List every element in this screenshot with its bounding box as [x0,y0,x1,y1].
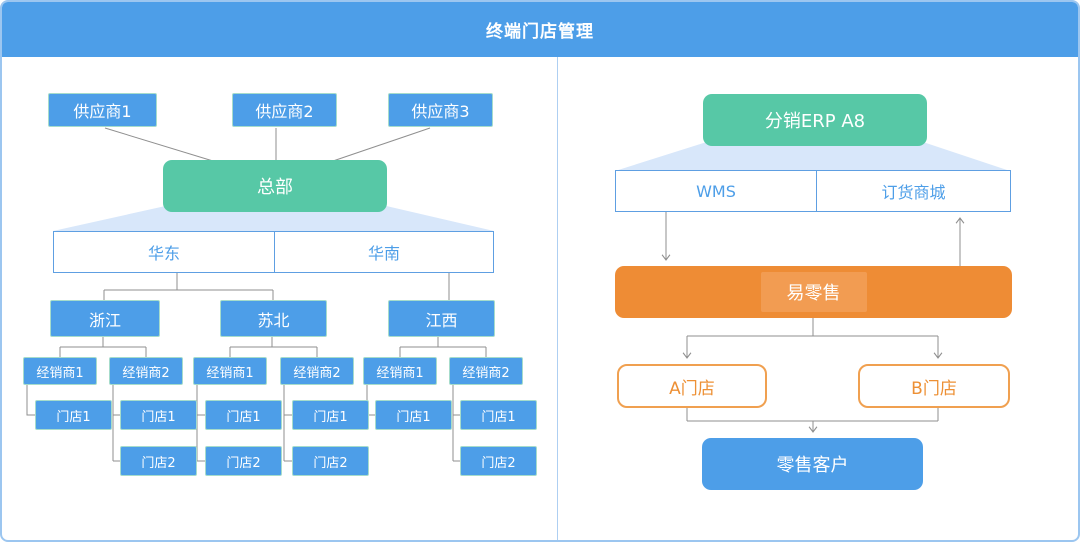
dealer-box: 经销商2 [280,357,354,385]
store-label: 门店2 [141,455,176,471]
province-box-jiangxi: 江西 [388,300,495,337]
store-box: 门店1 [35,400,112,430]
dealer-box: 经销商2 [109,357,183,385]
store-label: 门店1 [396,409,431,425]
region-cell-south: 华南 [274,232,493,272]
store-box: 门店2 [292,446,369,476]
dealer-label: 经销商2 [462,365,510,381]
dealer-box: 经销商1 [193,357,267,385]
store-label: 门店2 [313,455,348,471]
province-box-subei: 苏北 [220,300,327,337]
order-mall-cell: 订货商城 [816,171,1010,211]
store-box: 门店2 [205,446,282,476]
store-a-label: A门店 [669,378,715,399]
region-label: 华东 [147,244,180,263]
right-panel-links [661,212,965,433]
region-cell-east: 华东 [54,232,274,272]
store-box: 门店2 [120,446,197,476]
supplier-label: 供应商1 [73,102,132,121]
region-label: 华南 [367,244,400,263]
dealer-box: 经销商2 [449,357,523,385]
supplier-box-2: 供应商2 [232,93,337,127]
store-label: 门店1 [141,409,176,425]
province-box-zhejiang: 浙江 [50,300,160,337]
store-label: 门店1 [56,409,91,425]
store-label: 门店1 [313,409,348,425]
store-box: 门店1 [375,400,452,430]
supplier-box-1: 供应商1 [48,93,157,127]
funnel-shapes [53,140,1010,231]
retail-platform-box: 易零售 [615,266,1012,318]
store-box: 门店1 [460,400,537,430]
store-label: 门店1 [226,409,261,425]
store-b-label: B门店 [911,378,957,399]
left-panel-links [26,127,487,462]
panel-divider [557,57,558,540]
order-mall-label: 订货商城 [881,183,946,202]
wms-cell: WMS [616,171,816,211]
store-box: 门店1 [205,400,282,430]
store-box: 门店1 [292,400,369,430]
customer-label: 零售客户 [776,455,849,476]
wms-label: WMS [696,181,736,201]
store-box: 门店1 [120,400,197,430]
regions-box: 华东 华南 [53,231,494,273]
headquarters-box: 总部 [163,160,387,212]
supplier-box-3: 供应商3 [388,93,493,127]
store-b-box: B门店 [858,364,1010,408]
store-label: 门店2 [226,455,261,471]
dealer-label: 经销商1 [36,365,84,381]
header-bar: 终端门店管理 [2,2,1078,57]
province-label: 浙江 [88,310,121,330]
page-title: 终端门店管理 [486,22,594,42]
store-box: 门店2 [460,446,537,476]
modules-box: WMS 订货商城 [615,170,1011,212]
supplier-label: 供应商3 [411,102,470,121]
erp-box: 分销ERP A8 [703,94,927,146]
province-label: 江西 [425,310,458,330]
dealer-label: 经销商1 [376,365,424,381]
province-label: 苏北 [257,310,290,330]
supplier-label: 供应商2 [255,102,314,121]
store-label: 门店2 [481,455,516,471]
customer-box: 零售客户 [702,438,923,490]
dealer-box: 经销商1 [363,357,437,385]
erp-label: 分销ERP A8 [764,111,866,132]
store-a-box: A门店 [617,364,767,408]
dealer-box: 经销商1 [23,357,97,385]
headquarters-label: 总部 [257,177,293,198]
dealer-label: 经销商2 [122,365,170,381]
dealer-label: 经销商1 [206,365,254,381]
dealer-label: 经销商2 [293,365,341,381]
store-label: 门店1 [481,409,516,425]
retail-platform-label: 易零售 [760,272,867,312]
